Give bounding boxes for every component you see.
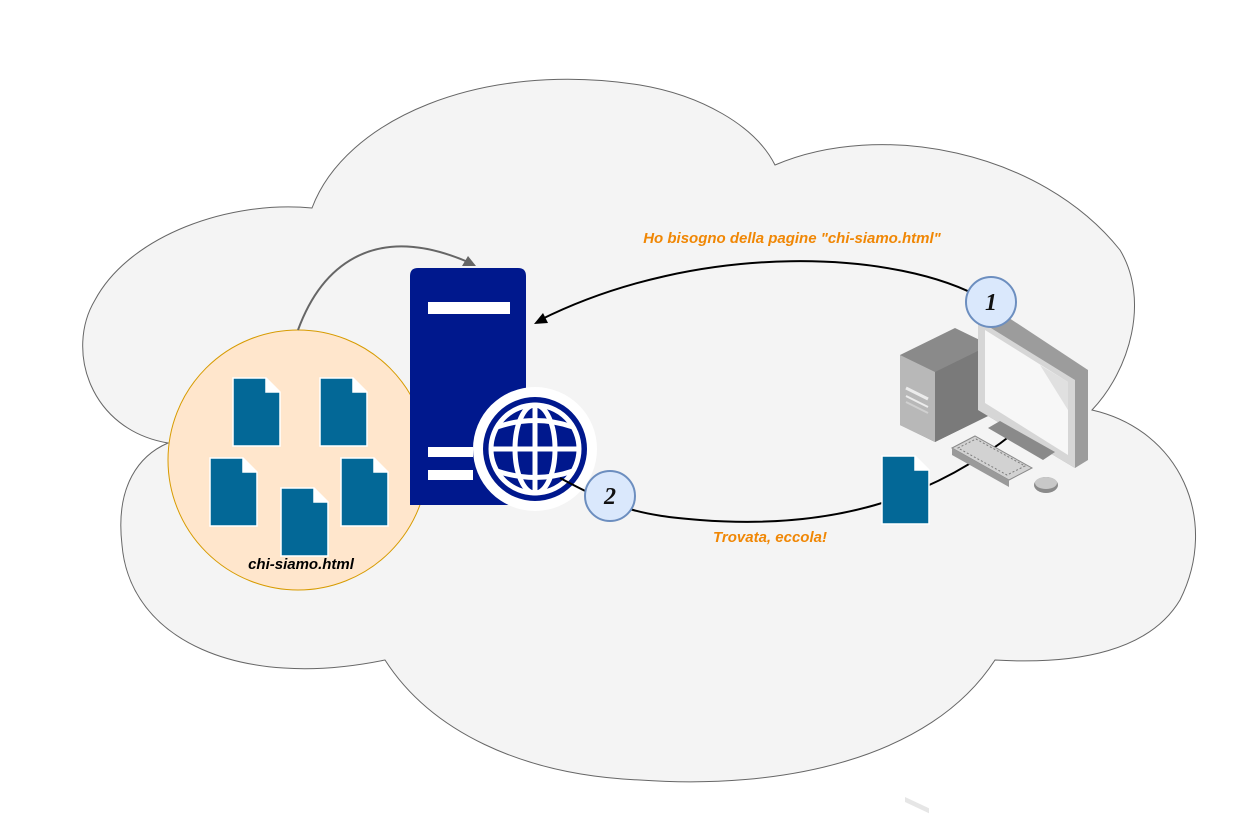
step-1-number: 1 xyxy=(985,290,997,316)
request-arrow xyxy=(539,260,986,321)
document-icon xyxy=(319,377,368,447)
fetch-file-arrow xyxy=(297,245,469,331)
document-icon xyxy=(232,377,281,447)
mouse-icon xyxy=(1034,477,1058,493)
response-label: Trovata, eccola! xyxy=(713,529,827,546)
document-icon xyxy=(280,487,329,557)
arrowhead xyxy=(534,313,548,324)
document-icon xyxy=(881,455,930,525)
desktop-computer-icon xyxy=(900,312,1088,814)
step-1-badge: 1 xyxy=(965,276,1017,328)
web-server-icon xyxy=(410,268,597,511)
keyboard-icon xyxy=(950,435,1034,487)
arrowhead xyxy=(462,256,476,266)
globe-icon xyxy=(473,387,597,511)
document-icon xyxy=(209,457,258,527)
file-label: chi-siamo.html xyxy=(248,556,355,573)
step-2-badge: 2 xyxy=(584,470,636,522)
document-icon xyxy=(340,457,389,527)
step-2-number: 2 xyxy=(603,484,616,510)
request-label: Ho bisogno della pagine "chi-siamo.html" xyxy=(643,230,941,247)
